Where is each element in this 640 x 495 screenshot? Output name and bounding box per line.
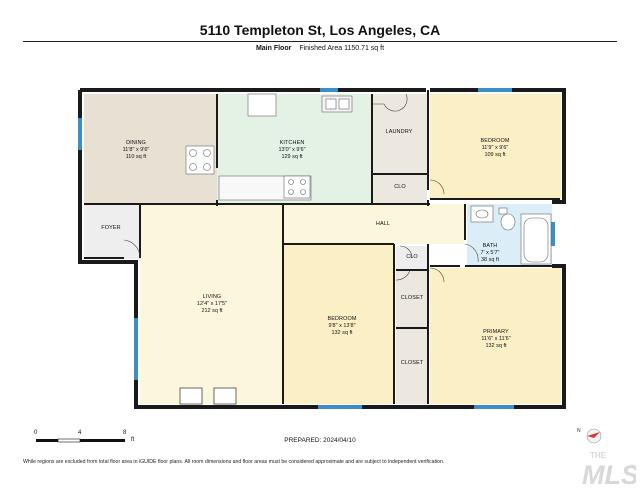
closet1-name: CLOSET: [400, 295, 424, 301]
walls: [78, 88, 566, 409]
finished-area: Finished Area 1150.71 sq ft: [299, 45, 385, 52]
room-clo1: CLO: [376, 184, 424, 191]
laundry-name: LAUNDRY: [385, 129, 413, 135]
living-area: 212 sq ft: [201, 308, 223, 314]
bedroom1-area: 109 sq ft: [484, 152, 506, 158]
kitchen-dims: 13'0" x 9'6": [278, 147, 306, 153]
scale-label-0: 0: [34, 430, 38, 436]
room-clo2: CLO: [396, 254, 428, 261]
living-name: LIVING: [202, 294, 222, 300]
room-bath: BATH 7' x 5'7" 38 sq ft: [468, 243, 512, 264]
bedroom1-name: BEDROOM: [480, 138, 510, 144]
room-primary: PRIMARY 11'6" x 11'6" 132 sq ft: [456, 329, 536, 350]
primary-dims: 11'6" x 11'6": [481, 336, 511, 342]
room-kitchen: KITCHEN 13'0" x 9'6" 129 sq ft: [252, 140, 332, 161]
room-bedroom1: BEDROOM 11'9" x 9'6" 109 sq ft: [455, 138, 535, 159]
floor-name: Main Floor: [255, 45, 292, 52]
bedroom2-name: BEDROOM: [327, 316, 357, 322]
room-closet2: CLOSET: [396, 360, 428, 367]
floor-subtitle: Main Floor Finished Area 1150.71 sq ft: [0, 45, 640, 52]
primary-area: 132 sq ft: [485, 343, 507, 349]
room-foyer: FOYER: [88, 225, 134, 232]
living-fill: [140, 204, 283, 404]
kitchen-fixtures: [185, 93, 353, 201]
room-hall: HALL: [358, 221, 408, 228]
closet2-name: CLOSET: [400, 360, 424, 366]
living-dims: 12'4" x 17'5": [196, 301, 228, 307]
living-fixtures: [179, 387, 237, 405]
room-laundry: LAUNDRY: [374, 129, 424, 136]
prepared-date: PREPARED: 2024/04/10: [284, 437, 356, 444]
bath-dims: 7' x 5'7": [480, 250, 500, 256]
clo1-name: CLO: [394, 184, 406, 190]
dining-dims: 11'8" x 9'6": [122, 147, 150, 153]
kitchen-name: KITCHEN: [279, 140, 305, 146]
title-divider: [23, 41, 617, 42]
windows: [78, 88, 555, 409]
svg-text:N: N: [577, 428, 581, 434]
bedroom2-dims: 9'8" x 13'8": [328, 323, 356, 329]
listing-title: 5110 Templeton St, Los Angeles, CA: [199, 22, 441, 38]
bath-name: BATH: [482, 243, 498, 249]
bedroom2-area: 132 sq ft: [331, 330, 353, 336]
disclaimer: While regions are excluded from total fl…: [23, 459, 445, 465]
mls-logo-the: THE: [590, 451, 607, 460]
room-closet1: CLOSET: [396, 295, 428, 302]
scale-label-8: 8: [123, 430, 127, 436]
scale-unit: ft: [131, 437, 135, 443]
clo1-fill: [372, 174, 427, 204]
room-bedroom2: BEDROOM 9'8" x 13'8" 132 sq ft: [302, 316, 382, 337]
dining-name: DINING: [126, 140, 146, 146]
scale-label-4: 4: [78, 430, 82, 436]
foyer-fill: [84, 204, 140, 259]
laundry-fill: [372, 94, 427, 174]
bedroom1-fill: [430, 94, 561, 199]
primary-name: PRIMARY: [483, 329, 509, 335]
bedroom1-dims: 11'9" x 9'6": [481, 145, 509, 151]
hall-name: HALL: [375, 221, 391, 227]
north-arrow-icon: N: [577, 428, 602, 444]
clo2-name: CLO: [406, 254, 418, 260]
bath-area: 38 sq ft: [480, 257, 500, 263]
closet1-fill: [396, 270, 428, 328]
closet2-fill: [396, 328, 428, 404]
mls-logo-icon: THE MLS ™: [582, 451, 639, 490]
dining-area: 110 sq ft: [125, 154, 147, 160]
room-dining: DINING 11'8" x 9'6" 110 sq ft: [96, 140, 176, 161]
mls-logo: THE MLS ™: [578, 448, 639, 490]
foyer-name: FOYER: [101, 225, 121, 231]
bedroom2-fill: [283, 244, 394, 404]
door-swings: [123, 93, 479, 283]
mls-logo-tm: ™: [630, 464, 635, 470]
kitchen-area: 129 sq ft: [281, 154, 303, 160]
bath-fixtures: [470, 205, 552, 265]
primary-fill: [430, 268, 561, 404]
room-living: LIVING 12'4" x 17'5" 212 sq ft: [172, 294, 252, 315]
scale-bar-graphic: [36, 438, 125, 443]
mls-logo-mls: MLS: [582, 460, 636, 490]
